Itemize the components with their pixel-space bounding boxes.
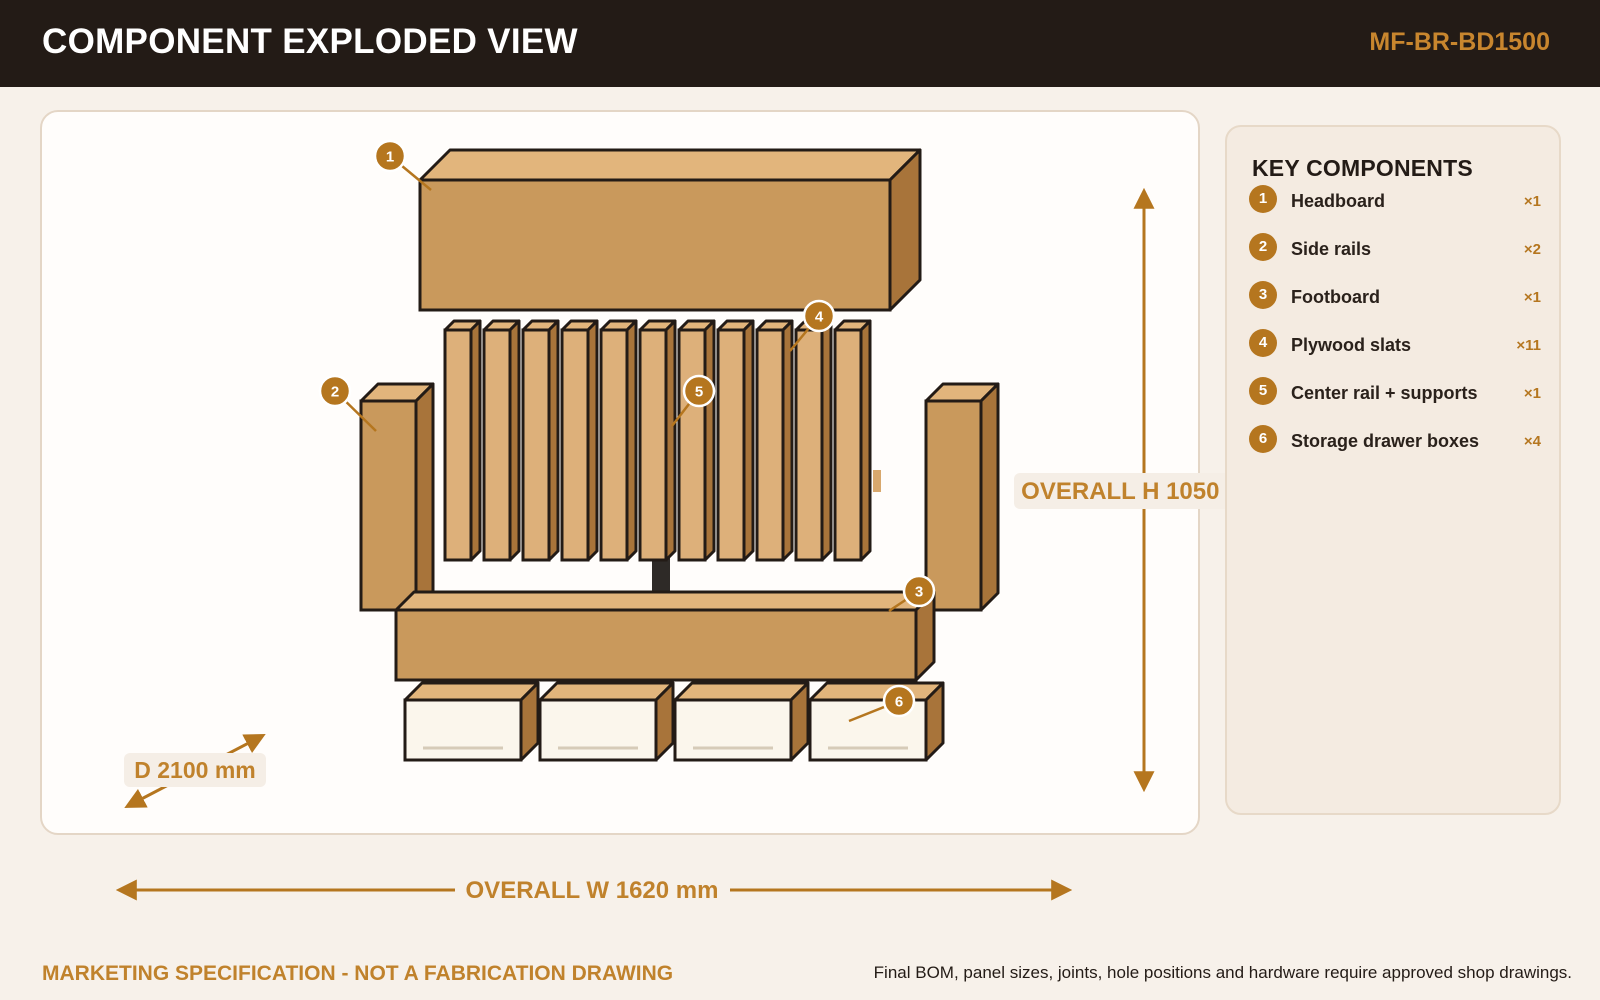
callout-number: 5: [695, 384, 703, 401]
callout-number: 6: [895, 694, 903, 711]
depth-label: D 2100 mm: [134, 757, 255, 783]
key-qty: ×2: [1523, 241, 1541, 258]
key-item-footboard: 3 Footboard ×1: [1249, 281, 1541, 329]
drawer-box: [538, 681, 675, 762]
callout-6: 6: [848, 684, 916, 723]
slat: [482, 319, 521, 562]
headboard: [418, 148, 922, 312]
width-dimension: OVERALL W 1620 mm: [115, 877, 1073, 904]
key-qty: ×4: [1523, 433, 1541, 450]
key-badge: 5: [1249, 377, 1277, 405]
callout-number: 1: [386, 149, 394, 166]
key-badge: 1: [1249, 185, 1277, 213]
plywood-slats: [443, 319, 872, 562]
header-bar: COMPONENT EXPLODED VIEW MF-BR-BD1500: [0, 0, 1600, 87]
slat: [755, 319, 794, 562]
key-title: KEY COMPONENTS: [1252, 155, 1473, 181]
side-rail-left: [359, 382, 435, 612]
callout-number: 2: [331, 384, 339, 401]
key-item-side-rails: 2 Side rails ×2: [1249, 233, 1541, 281]
footboard: [394, 590, 936, 682]
key-qty: ×1: [1523, 193, 1541, 210]
key-list: 1 Headboard ×1 2 Side rails ×2 3 Footboa…: [1249, 185, 1541, 473]
product-code: MF-BR-BD1500: [1369, 28, 1550, 56]
footer-note: Final BOM, panel sizes, joints, hole pos…: [873, 963, 1572, 982]
slat: [599, 319, 638, 562]
key-label: Center rail + supports: [1291, 383, 1478, 403]
drawer-box: [808, 681, 945, 762]
key-label: Storage drawer boxes: [1291, 431, 1480, 451]
storage-drawers: [403, 681, 945, 762]
key-label: Footboard: [1291, 287, 1380, 307]
key-qty: ×1: [1523, 289, 1541, 306]
slat: [638, 319, 677, 562]
slat: [443, 319, 482, 562]
page-title: COMPONENT EXPLODED VIEW: [42, 22, 578, 61]
key-components-panel: KEY COMPONENTS 1 Headboard ×1 2 Side rai…: [1225, 125, 1561, 815]
key-qty: ×11: [1516, 337, 1541, 354]
key-label: Side rails: [1291, 239, 1372, 259]
key-badge: 2: [1249, 233, 1277, 261]
drawer-box: [673, 681, 810, 762]
callout-5: 5: [671, 374, 716, 427]
slat: [794, 319, 833, 562]
callout-3: 3: [888, 574, 936, 613]
slat: [677, 319, 716, 562]
key-item-center-rail: 5 Center rail + supports ×1: [1249, 377, 1541, 425]
key-item-storage-drawers: 6 Storage drawer boxes ×4: [1249, 425, 1541, 473]
slat: [560, 319, 599, 562]
footer-disclaimer: MARKETING SPECIFICATION - NOT A FABRICAT…: [42, 962, 674, 985]
key-item-plywood-slats: 4 Plywood slats ×11: [1249, 329, 1541, 377]
callout-1: 1: [373, 139, 432, 191]
slat: [833, 319, 872, 562]
key-item-headboard: 1 Headboard ×1: [1249, 185, 1541, 233]
width-label: OVERALL W 1620 mm: [466, 877, 719, 904]
callout-2: 2: [318, 374, 377, 432]
depth-dimension: D 2100 mm: [124, 734, 266, 808]
key-badge: 3: [1249, 281, 1277, 309]
slat: [521, 319, 560, 562]
key-badge: 6: [1249, 425, 1277, 453]
key-label: Plywood slats: [1291, 335, 1412, 355]
drawer-box: [403, 681, 540, 762]
key-badge: 4: [1249, 329, 1277, 357]
callout-number: 4: [815, 309, 824, 326]
key-qty: ×1: [1523, 385, 1541, 402]
side-rail-right: [924, 382, 1000, 612]
callout-4: 4: [789, 299, 836, 352]
callout-number: 3: [915, 584, 923, 601]
slat: [716, 319, 755, 562]
key-label: Headboard: [1291, 191, 1386, 211]
slat-tab: [873, 470, 881, 492]
